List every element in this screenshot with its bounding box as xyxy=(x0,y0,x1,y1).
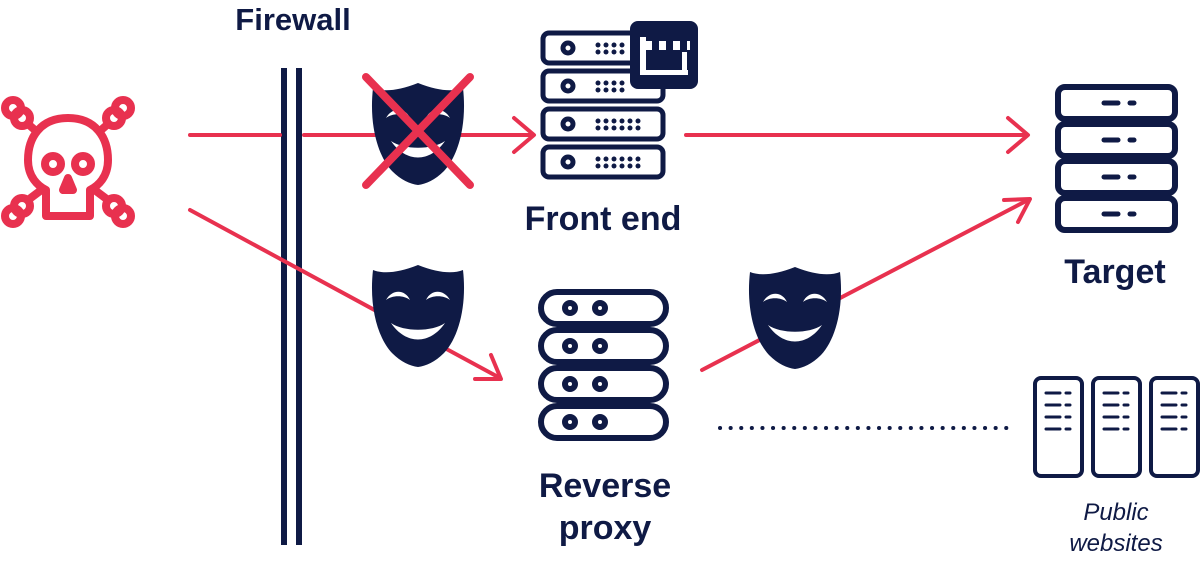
public-websites-servers xyxy=(1033,376,1200,478)
target-label: Target xyxy=(1064,253,1166,291)
server-rack-icon xyxy=(1055,84,1178,233)
reverse-proxy-label-line2: proxy xyxy=(558,509,652,547)
barrier-gate-icon xyxy=(630,21,698,89)
firewall-barrier xyxy=(281,68,302,545)
server-rack-icon xyxy=(538,289,669,441)
public-websites-label-line2: websites xyxy=(1069,530,1163,557)
public-websites-label: Public websites xyxy=(1036,497,1196,559)
target-server xyxy=(1055,84,1178,233)
reverse-proxy-label: Reverse proxy xyxy=(500,465,710,549)
mask-icon xyxy=(748,267,842,369)
arrow-reverse-proxy-to-target xyxy=(700,197,1032,372)
cross-icon xyxy=(362,73,474,189)
server-rack-icon xyxy=(1033,376,1084,478)
arrow-front-end-to-target xyxy=(684,116,1030,154)
server-rack-icon xyxy=(1149,376,1200,478)
reverse-proxy-label-line1: Reverse xyxy=(538,467,672,505)
front-end-server xyxy=(540,21,698,180)
reverse-proxy-server xyxy=(538,289,669,441)
server-rack-icon xyxy=(1091,376,1142,478)
skull-crossbones-icon xyxy=(1,96,135,228)
firewall-label: Firewall xyxy=(235,2,351,37)
public-websites-label-line1: Public xyxy=(1083,499,1149,526)
arrow-attacker-to-front-end xyxy=(188,116,536,154)
arrow-attacker-to-reverse-proxy xyxy=(188,208,503,381)
front-end-label: Front end xyxy=(524,200,682,238)
